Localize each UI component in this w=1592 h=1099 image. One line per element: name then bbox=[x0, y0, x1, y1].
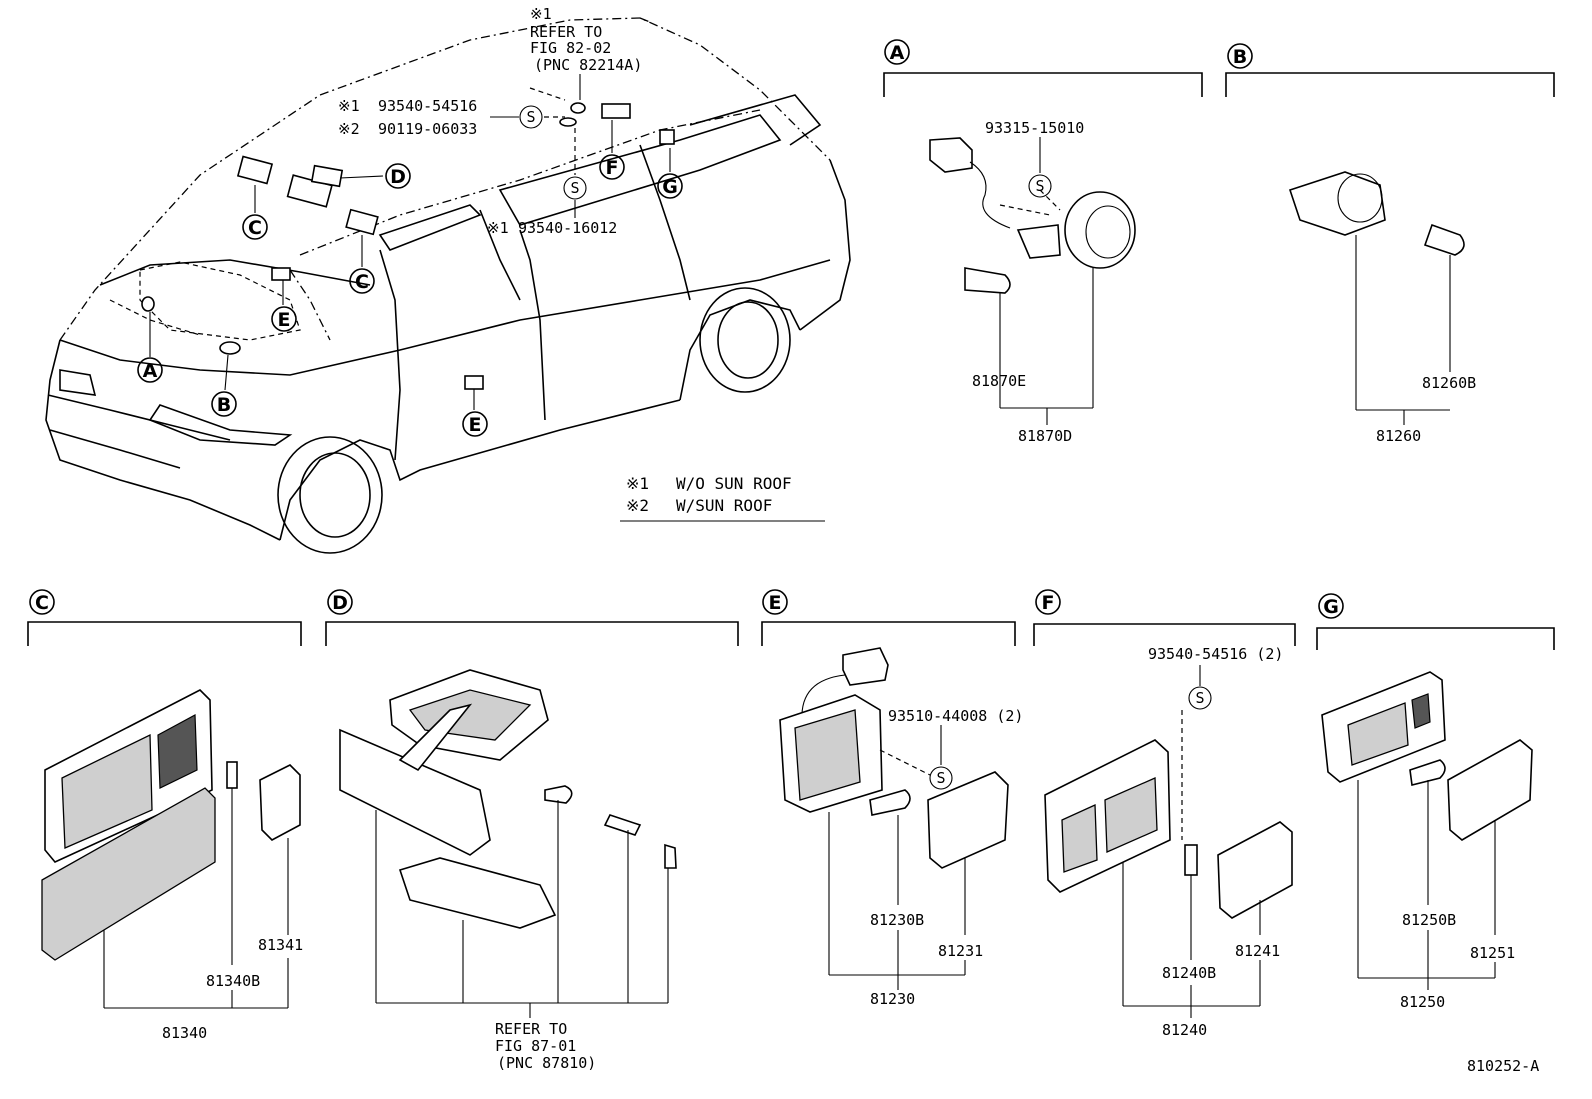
svg-text:※2: ※2 bbox=[626, 496, 649, 515]
part-81260b: 81260B bbox=[1422, 374, 1476, 392]
svg-text:C: C bbox=[248, 217, 262, 239]
part-81240: 81240 bbox=[1162, 1021, 1207, 1039]
section-a-letter: A bbox=[890, 42, 905, 64]
part-81240b: 81240B bbox=[1162, 964, 1216, 982]
svg-text:A: A bbox=[143, 360, 158, 382]
svg-text:※1: ※1 bbox=[626, 474, 649, 493]
part-81870e: 81870E bbox=[972, 372, 1026, 390]
svg-text:G: G bbox=[662, 176, 678, 198]
part-81230: 81230 bbox=[870, 990, 915, 1008]
svg-text:93540-16012: 93540-16012 bbox=[518, 219, 617, 237]
section-e: E S 93510-44008 (2) 81230B 81231 81230 bbox=[761, 589, 1023, 1008]
part-81341: 81341 bbox=[258, 936, 303, 954]
part-93540-54516-2: 93540-54516 (2) bbox=[1148, 645, 1283, 663]
part-93315-15010: 93315-15010 bbox=[985, 119, 1084, 137]
svg-text:F: F bbox=[606, 157, 619, 179]
section-b: B 81260B 81260 bbox=[1225, 43, 1555, 445]
svg-text:S: S bbox=[936, 769, 945, 787]
part-81340: 81340 bbox=[162, 1024, 207, 1042]
refer-fig-82-note: ※1 REFER TO FIG 82-02 (PNC 82214A) bbox=[530, 5, 642, 74]
sunroof-legend: ※1 W/O SUN ROOF ※2 W/SUN ROOF bbox=[620, 474, 825, 522]
svg-text:※1: ※1 bbox=[338, 97, 360, 115]
part-81241: 81241 bbox=[1235, 942, 1280, 960]
section-g: G 81250B 81251 81250 bbox=[1316, 593, 1555, 1011]
svg-text:93540-54516: 93540-54516 bbox=[378, 97, 477, 115]
callout-c-right: C bbox=[349, 268, 375, 294]
svg-text:E: E bbox=[278, 309, 291, 331]
svg-text:90119-06033: 90119-06033 bbox=[378, 120, 477, 138]
callout-a: A bbox=[137, 357, 163, 383]
section-f: F S 93540-54516 (2) 81241 81240B 81240 bbox=[1033, 589, 1296, 1039]
svg-text:D: D bbox=[390, 166, 406, 188]
part-81250b: 81250B bbox=[1402, 911, 1456, 929]
svg-text:S: S bbox=[1035, 177, 1044, 195]
svg-text:※1: ※1 bbox=[487, 219, 509, 237]
section-f-letter: F bbox=[1042, 592, 1055, 614]
section-c-letter: C bbox=[35, 592, 49, 614]
svg-text:W/SUN ROOF: W/SUN ROOF bbox=[676, 496, 772, 515]
svg-text:E: E bbox=[469, 414, 482, 436]
callout-g: G bbox=[657, 173, 683, 199]
refer-fig-87-line1: REFER TO bbox=[495, 1020, 567, 1038]
svg-text:W/O SUN ROOF: W/O SUN ROOF bbox=[676, 474, 792, 493]
callout-b: B bbox=[211, 391, 237, 417]
svg-text:※2: ※2 bbox=[338, 120, 360, 138]
section-d: D REFER TO FIG 87-01 (PNC 87810) bbox=[325, 589, 739, 1072]
section-e-letter: E bbox=[769, 592, 782, 614]
callout-f: F bbox=[599, 154, 625, 180]
section-c: C 81341 81340B 81340 bbox=[27, 589, 303, 1042]
part-81870d: 81870D bbox=[1018, 427, 1072, 445]
callout-c-left: C bbox=[242, 214, 268, 240]
svg-text:S: S bbox=[570, 179, 579, 197]
svg-text:※1: ※1 bbox=[530, 5, 552, 23]
svg-text:FIG 82-02: FIG 82-02 bbox=[530, 39, 611, 57]
part-93510-44008: 93510-44008 (2) bbox=[888, 707, 1023, 725]
screw-symbol-2: S bbox=[563, 176, 587, 200]
overview-leaders bbox=[149, 74, 671, 410]
part-81250: 81250 bbox=[1400, 993, 1445, 1011]
section-d-letter: D bbox=[332, 592, 348, 614]
part-81231: 81231 bbox=[938, 942, 983, 960]
part-81260: 81260 bbox=[1376, 427, 1421, 445]
section-a: A S 93315-15010 81870E 81870D bbox=[883, 39, 1203, 445]
figure-id: 810252-A bbox=[1467, 1057, 1539, 1075]
part-81230b: 81230B bbox=[870, 911, 924, 929]
refer-fig-87-line2: FIG 87-01 bbox=[495, 1037, 576, 1055]
callout-e-door: E bbox=[462, 411, 488, 437]
svg-text:S: S bbox=[1195, 689, 1204, 707]
screw-symbol-1: S bbox=[519, 105, 543, 129]
overview-callouts: A B C C D E E F G S S bbox=[137, 105, 683, 437]
svg-text:(PNC 82214A): (PNC 82214A) bbox=[534, 56, 642, 74]
svg-text:REFER TO: REFER TO bbox=[530, 23, 602, 41]
svg-text:B: B bbox=[217, 394, 231, 416]
vehicle-illustration bbox=[45, 17, 851, 554]
screw-callout-labels: ※1 93540-54516 ※2 90119-06033 ※1 93540-1… bbox=[338, 97, 617, 237]
part-81251: 81251 bbox=[1470, 944, 1515, 962]
svg-text:S: S bbox=[526, 108, 535, 126]
part-81340b: 81340B bbox=[206, 972, 260, 990]
callout-d: D bbox=[385, 163, 411, 189]
callout-e-dash: E bbox=[271, 306, 297, 332]
svg-text:C: C bbox=[355, 271, 369, 293]
section-b-letter: B bbox=[1233, 46, 1247, 68]
section-g-letter: G bbox=[1323, 596, 1339, 618]
refer-fig-87-line3: (PNC 87810) bbox=[497, 1054, 596, 1072]
